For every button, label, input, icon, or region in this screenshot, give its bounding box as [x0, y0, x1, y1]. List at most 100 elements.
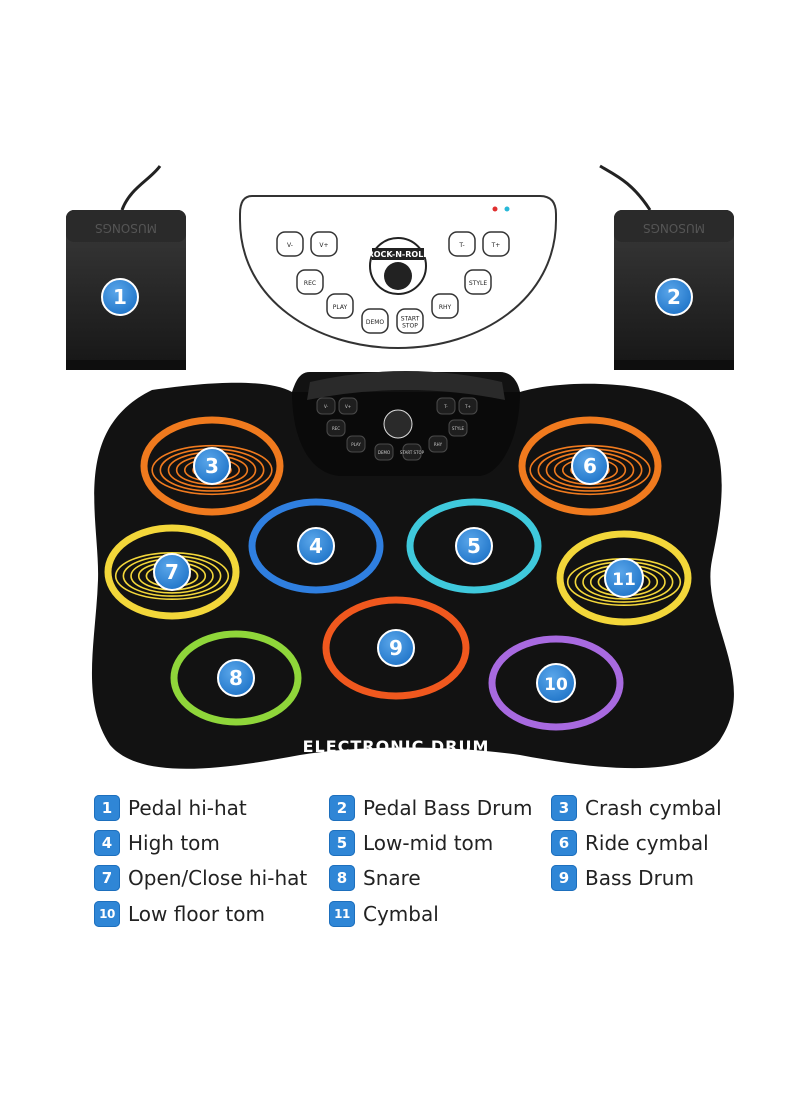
- pad-number-badge: [101, 278, 139, 316]
- legend-label: Ride cymbal: [585, 831, 709, 855]
- mat-control-panel: V- V+ REC PLAY DEMO START STOP RHY STYLE T- T+: [316, 397, 478, 461]
- pad-number-badge: [297, 527, 335, 565]
- panel-button-label: T-: [458, 242, 464, 249]
- mat-panel-button: START STOP: [400, 443, 425, 461]
- legend-label: Cymbal: [363, 902, 439, 926]
- panel-button-label: V+: [319, 242, 328, 249]
- pad-number-badge: [536, 663, 576, 703]
- legend-badge: 11: [329, 901, 355, 927]
- legend-badge: 6: [551, 830, 577, 856]
- panel-button-label: DEMO: [366, 319, 385, 326]
- mat-panel-button-label: V+: [345, 404, 351, 409]
- panel-button-label: STOP: [402, 323, 418, 330]
- panel-button: V-: [276, 231, 304, 257]
- cymbal-groove: [114, 551, 230, 601]
- rock-n-roll-logo: ROCK-N-ROLL: [368, 237, 428, 295]
- mat-panel-button: DEMO: [374, 443, 394, 461]
- mat-label: ELECTRONIC DRUM: [303, 737, 490, 756]
- pad-number: 10: [544, 675, 568, 695]
- panel-button: STYLE: [464, 269, 492, 295]
- legend-label: Crash cymbal: [585, 796, 722, 820]
- legend-label: Pedal hi-hat: [128, 796, 247, 820]
- pad-1: 1: [101, 278, 139, 316]
- mat-panel-button: V+: [338, 397, 358, 415]
- panel-button: T+: [482, 231, 510, 257]
- legend-label: Pedal Bass Drum: [363, 796, 533, 820]
- legend-item: 2 Pedal Bass Drum: [329, 794, 532, 822]
- panel-button: PLAY: [326, 293, 354, 319]
- mat-panel-button-label: T-: [443, 404, 448, 409]
- mat-panel-button: REC: [326, 419, 346, 437]
- pad-number: 11: [612, 570, 636, 590]
- cymbal-groove: [151, 444, 273, 496]
- pad-number-badge: [571, 447, 609, 485]
- pad-number: 4: [309, 534, 323, 558]
- mat-panel-button-label: RHY: [434, 442, 443, 447]
- mat-panel-button-label: PLAY: [351, 442, 361, 447]
- legend-item: 9 Bass Drum: [551, 864, 694, 892]
- cymbal-groove: [529, 444, 651, 496]
- pad-7: 7: [104, 524, 240, 620]
- panel-button-label: RHY: [439, 304, 452, 311]
- pad-number: 7: [165, 560, 179, 584]
- legend-badge: 2: [329, 795, 355, 821]
- legend-item: 11 Cymbal: [329, 900, 439, 928]
- legend-label: Bass Drum: [585, 866, 694, 890]
- legend-item: 3 Crash cymbal: [551, 794, 722, 822]
- pad-ring: [556, 530, 692, 626]
- pad-number-badge: [377, 629, 415, 667]
- pad-number: 5: [467, 534, 481, 558]
- legend-item: 1 Pedal hi-hat: [94, 794, 247, 822]
- pad-number: 2: [667, 285, 681, 309]
- panel-button: RHY: [431, 293, 459, 319]
- legend-label: High tom: [128, 831, 220, 855]
- panel-button-label: T+: [491, 242, 501, 249]
- legend-badge: 7: [94, 865, 120, 891]
- mat-panel-button: STYLE: [448, 419, 468, 437]
- panel-button: DEMO: [361, 308, 389, 334]
- pad-11: 11: [556, 530, 692, 626]
- mat-logo: [383, 409, 413, 439]
- mat-panel-button-label: REC: [332, 426, 340, 431]
- pedal-brand-text: MUSONGS: [643, 221, 705, 235]
- panel-button: T-: [448, 231, 476, 257]
- legend-label: Low floor tom: [128, 902, 265, 926]
- legend-item: 4 High tom: [94, 829, 220, 857]
- pad-ring: [248, 498, 384, 594]
- pad-number-badge: [153, 553, 191, 591]
- pad-ring: [322, 596, 470, 700]
- mat-panel-button-label: V-: [324, 404, 329, 409]
- pad-2: 2: [655, 278, 693, 316]
- pad-ring: [104, 524, 240, 620]
- pad-number-badge: [655, 278, 693, 316]
- mat-panel-button-label: START STOP: [400, 450, 425, 455]
- pad-number: 9: [389, 636, 403, 660]
- legend-item: 5 Low-mid tom: [329, 829, 493, 857]
- pad-3: 3: [140, 416, 284, 516]
- pad-number-badge: [455, 527, 493, 565]
- legend-item: 8 Snare: [329, 864, 421, 892]
- mat-panel-button: T+: [458, 397, 478, 415]
- pad-4: 4: [248, 498, 384, 594]
- pad-number: 6: [583, 454, 597, 478]
- panel-button-label: START: [401, 316, 420, 323]
- panel-button-label: STYLE: [469, 280, 487, 287]
- legend-label: Low-mid tom: [363, 831, 494, 855]
- legend-badge: 4: [94, 830, 120, 856]
- legend: 1 Pedal hi-hat 2 Pedal Bass Drum 3 Crash…: [0, 786, 800, 946]
- pad-9: 9: [322, 596, 470, 700]
- legend-badge: 8: [329, 865, 355, 891]
- pad-number: 8: [229, 666, 243, 690]
- panel-button: REC: [296, 269, 324, 295]
- pad-ring: [518, 416, 662, 516]
- pad-10: 10: [488, 635, 624, 731]
- legend-label: Snare: [363, 866, 421, 890]
- pad-number: 1: [113, 285, 127, 309]
- pad-number-badge: [193, 447, 231, 485]
- pad-8: 8: [170, 630, 302, 726]
- legend-label: Open/Close hi-hat: [128, 866, 308, 890]
- legend-item: 7 Open/Close hi-hat: [94, 864, 307, 892]
- mat-panel-button-label: STYLE: [452, 426, 465, 431]
